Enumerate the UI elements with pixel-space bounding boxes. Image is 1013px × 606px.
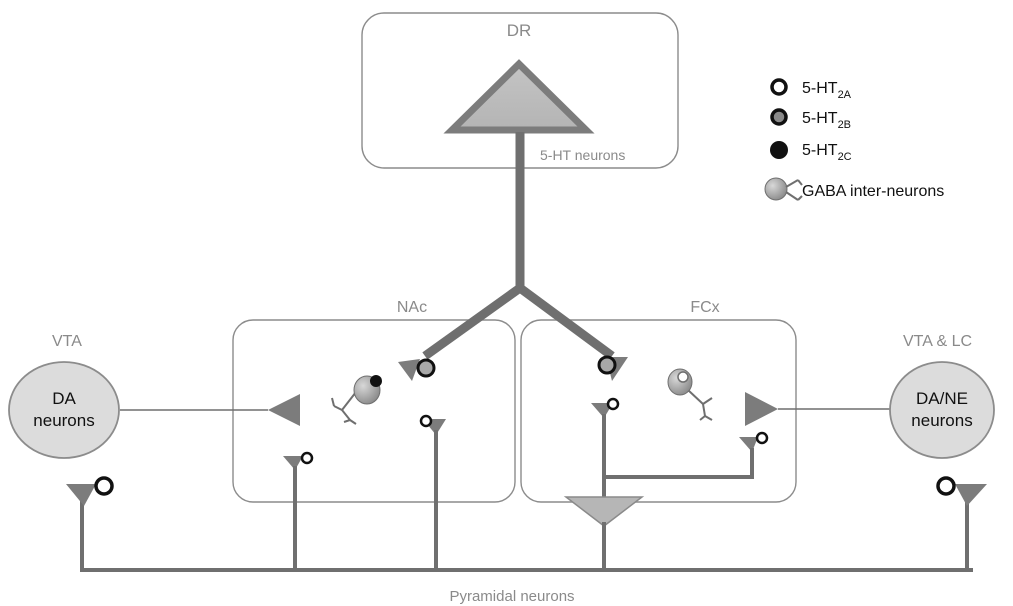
pyramidal-bus	[80, 500, 973, 572]
vta-lc-da-ne-node: DA/NE neurons	[889, 361, 995, 459]
nac-serotonin-terminal	[398, 358, 436, 381]
fcx-gaba-interneuron	[667, 368, 713, 421]
vta-node-line1: DA	[52, 389, 76, 408]
bottom-left-pyramidal	[66, 476, 114, 506]
legend-item-2c: 5-HT2C	[802, 142, 852, 163]
fcx-label: FCx	[690, 299, 719, 316]
vta-lc-node-line2: neurons	[911, 411, 972, 430]
legend-item-2b: 5-HT2B	[802, 110, 851, 131]
dr-label: DR	[507, 21, 532, 40]
vta-node-line2: neurons	[33, 411, 94, 430]
fcx-region: FCx	[520, 299, 797, 503]
vta-label: VTA	[52, 333, 82, 350]
vta-lc-label: VTA & LC	[903, 333, 972, 350]
ring-gray-icon	[770, 108, 788, 126]
fcx-pyramidal-small-left	[591, 397, 620, 504]
serotonin-tract	[422, 132, 615, 360]
legend-item-2a: 5-HT2A	[802, 80, 852, 101]
nac-region: NAc	[232, 299, 516, 503]
bottom-right-pyramidal	[936, 476, 987, 506]
fcx-pyramidal-triangle	[745, 392, 778, 426]
legend-gaba-label: GABA inter-neurons	[802, 183, 944, 200]
nac-pyramidal-small-left	[283, 451, 314, 570]
dr-soma-triangle	[443, 59, 595, 134]
nac-label: NAc	[397, 299, 427, 316]
legend: 5-HT2A 5-HT2B 5-HT2C GABA inter-neurons	[764, 78, 944, 201]
gaba-interneuron-icon	[764, 177, 803, 201]
pyramidal-neurons-label: Pyramidal neurons	[449, 588, 574, 605]
vta-da-node: DA neurons	[8, 361, 120, 459]
fcx-pyramidal-small-right	[604, 431, 769, 479]
bottom-pyramidal-triangle	[563, 496, 645, 527]
ring-black-icon	[770, 141, 788, 159]
fcx-serotonin-terminal	[597, 355, 628, 381]
nac-pyramidal-small-right	[419, 414, 446, 570]
ring-open-icon	[770, 78, 788, 96]
nac-pyramidal-triangle	[268, 394, 300, 426]
dr-sublabel: 5-HT neurons	[540, 147, 625, 163]
vta-lc-node-line1: DA/NE	[916, 389, 968, 408]
nac-gaba-interneuron	[331, 375, 382, 425]
